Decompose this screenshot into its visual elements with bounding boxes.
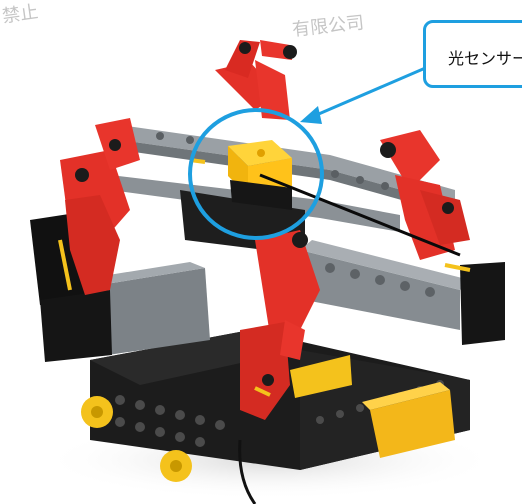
callout-box: 光センサー [423,20,522,88]
watermark-left: 禁止 [0,1,40,28]
circle-highlight [188,108,324,240]
lower-chassis [81,330,470,504]
light-sensor [228,140,292,210]
callout-label: 光センサー [448,49,522,68]
battery-box [370,390,455,458]
black-axle [259,173,461,257]
red-arms [60,40,470,420]
arrow-icon [300,64,431,124]
gray-panels [30,210,505,362]
